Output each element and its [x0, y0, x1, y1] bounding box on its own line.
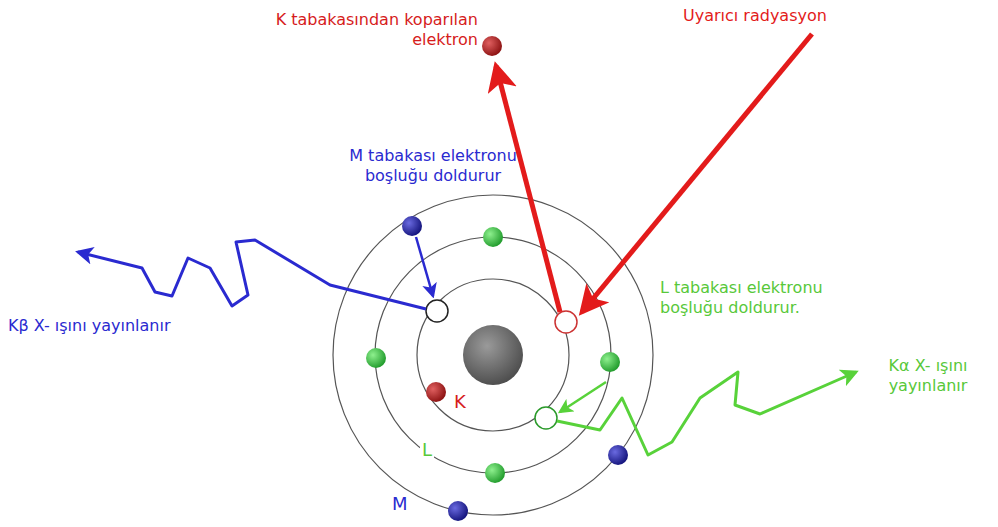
shell-label: L	[420, 440, 434, 460]
l-electron	[485, 463, 505, 483]
m-shell	[333, 195, 653, 515]
k-beta-ray	[78, 240, 426, 309]
ejected-electron-label: K tabakasından koparılan elektron	[262, 10, 478, 50]
k-alpha-ray	[557, 372, 856, 455]
shell-label: M	[390, 494, 410, 514]
k-shell	[417, 279, 569, 431]
l-electron	[600, 352, 620, 372]
radiation-label: Uyarıcı radyasyon	[683, 6, 827, 26]
ejected-electron	[482, 36, 502, 56]
k-beta-label: Kβ X- ışını yayınlanır	[8, 316, 170, 336]
k-vacancy	[426, 300, 448, 322]
incident-radiation-arrow	[582, 34, 812, 312]
l-transition-label: L tabakası elektronu boşluğu doldurur.	[660, 278, 836, 318]
k-vacancy	[555, 311, 577, 333]
m-electron	[448, 501, 468, 521]
transition-arrow	[416, 237, 433, 296]
ejection-arrow	[496, 66, 560, 312]
k-electron	[426, 382, 446, 402]
l-electron	[366, 348, 386, 368]
l-shell	[375, 237, 611, 473]
m-electron	[402, 216, 422, 236]
l-electron	[483, 227, 503, 247]
k-alpha-label: Kα X- ışını yayınlanır	[866, 356, 990, 396]
transition-arrow	[560, 382, 606, 412]
m-transition-label: M tabakası elektronu boşluğu doldurur	[345, 146, 521, 186]
nucleus	[463, 325, 523, 385]
m-electron	[608, 445, 628, 465]
shell-label: K	[452, 392, 468, 412]
k-vacancy	[535, 407, 557, 429]
